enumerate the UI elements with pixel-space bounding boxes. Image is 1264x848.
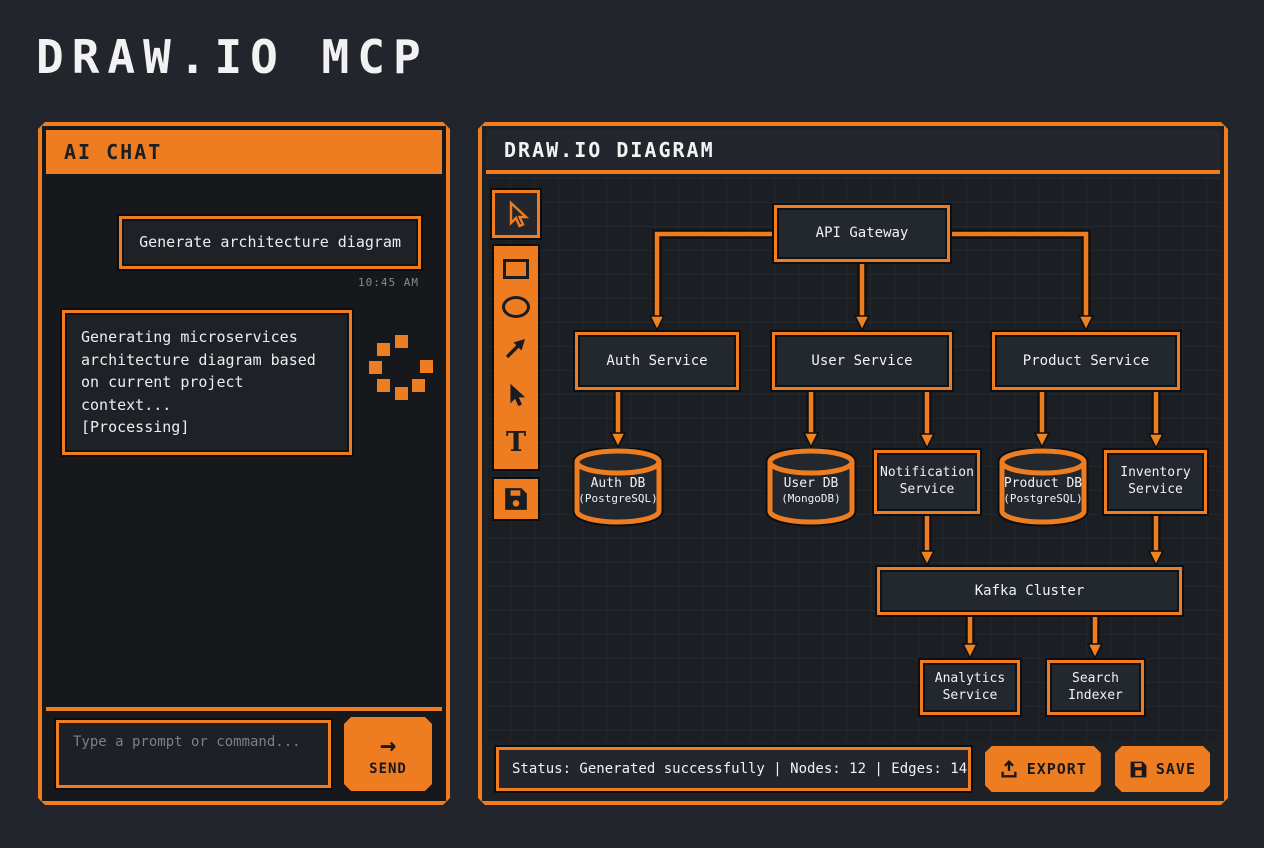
node-inventory-service[interactable]: Inventory Service <box>1104 450 1207 514</box>
db-engine: (PostgreSQL) <box>578 492 658 506</box>
send-arrow-icon: → <box>379 729 397 761</box>
spinner-square <box>377 379 390 392</box>
arrow-tool-button[interactable] <box>503 335 529 365</box>
edge-lines <box>618 234 1156 652</box>
db-name: Auth DB <box>590 476 646 491</box>
db-engine: (MongoDB) <box>781 492 841 506</box>
spinner-square <box>420 360 433 373</box>
cursor-icon <box>502 200 530 228</box>
shape-tools-group: T <box>492 244 540 471</box>
cylinder-shape <box>765 448 857 527</box>
node-notification-service[interactable]: Notification Service <box>874 450 980 514</box>
diagram-status-bar: Status: Generated successfully | Nodes: … <box>486 741 1220 797</box>
drawio-diagram-panel: DRAW.IO DIAGRAM <box>478 122 1228 805</box>
node-kafka-cluster[interactable]: Kafka Cluster <box>877 567 1182 615</box>
processing-spinner-icon <box>364 330 436 402</box>
ellipse-tool-button[interactable] <box>502 296 530 318</box>
rectangle-tool-button[interactable] <box>503 259 529 279</box>
node-analytics-service[interactable]: Analytics Service <box>920 660 1020 715</box>
send-button-label: SEND <box>369 760 407 777</box>
spinner-square <box>395 387 408 400</box>
cylinder-shape <box>572 448 664 527</box>
node-auth-service[interactable]: Auth Service <box>575 332 739 390</box>
node-product-db[interactable]: Product DB (PostgreSQL) <box>997 448 1089 527</box>
chat-panel-title: AI CHAT <box>64 140 163 164</box>
node-user-db[interactable]: User DB (MongoDB) <box>765 448 857 527</box>
text-tool-icon: T <box>505 427 527 458</box>
status-message: Status: Generated successfully | Nodes: … <box>496 747 971 791</box>
db-name: User DB <box>783 476 839 491</box>
node-product-service[interactable]: Product Service <box>992 332 1180 390</box>
chat-panel-header: AI CHAT <box>46 130 442 174</box>
save-tool-button[interactable] <box>492 477 540 521</box>
pointer-icon <box>503 382 529 408</box>
node-api-gateway[interactable]: API Gateway <box>774 205 950 262</box>
pointer-tool-button[interactable] <box>503 382 529 412</box>
db-name: Product DB <box>1003 476 1083 491</box>
node-user-service[interactable]: User Service <box>772 332 952 390</box>
arrow-icon <box>503 335 529 361</box>
export-upload-icon <box>999 759 1019 779</box>
message-timestamp: 10:45 AM <box>358 276 419 289</box>
export-button-label: EXPORT <box>1026 760 1087 778</box>
db-engine: (PostgreSQL) <box>1003 492 1083 506</box>
ai-chat-panel: AI CHAT Generate architecture diagram 10… <box>38 122 450 805</box>
spinner-square <box>412 379 425 392</box>
cylinder-shape <box>997 448 1089 527</box>
diagram-panel-title: DRAW.IO DIAGRAM <box>504 138 715 162</box>
spinner-square <box>395 335 408 348</box>
rectangle-icon <box>503 259 529 279</box>
save-button-label: SAVE <box>1155 760 1196 778</box>
diagram-canvas[interactable]: API Gateway Auth Service User Service Pr… <box>486 178 1220 741</box>
spinner-square <box>369 361 382 374</box>
floppy-icon <box>503 486 529 512</box>
page-title: DRAW.IO MCP <box>36 30 429 84</box>
prompt-input[interactable] <box>56 720 331 788</box>
chat-input-bar: → SEND <box>46 707 442 797</box>
spinner-square <box>377 343 390 356</box>
node-auth-db[interactable]: Auth DB (PostgreSQL) <box>572 448 664 527</box>
ellipse-icon <box>502 296 530 318</box>
chat-message-list: Generate architecture diagram 10:45 AM G… <box>46 174 442 707</box>
export-button[interactable]: EXPORT <box>985 746 1101 792</box>
ai-message-bubble: Generating microservices architecture di… <box>62 310 352 455</box>
text-tool-button[interactable]: T <box>506 429 526 456</box>
diagram-edges <box>486 178 1228 749</box>
select-tool-button[interactable] <box>492 190 540 238</box>
user-message-bubble: Generate architecture diagram <box>119 216 421 269</box>
floppy-icon <box>1129 760 1148 779</box>
drawing-toolbar: T <box>492 190 540 521</box>
node-search-indexer[interactable]: Search Indexer <box>1047 660 1144 715</box>
save-button[interactable]: SAVE <box>1115 746 1210 792</box>
send-button[interactable]: → SEND <box>344 717 432 791</box>
diagram-panel-header: DRAW.IO DIAGRAM <box>486 130 1220 174</box>
